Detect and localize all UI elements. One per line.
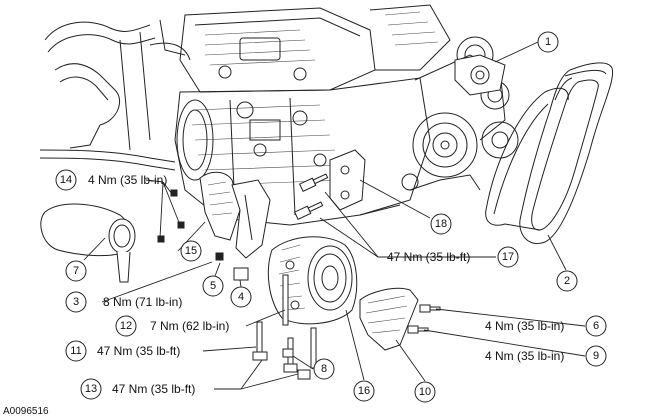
engine-block-drawing — [39, 4, 519, 226]
callout-bubble-4 — [230, 286, 252, 308]
callout-bubble-5 — [202, 275, 224, 297]
callout-1: 1 — [537, 31, 559, 53]
callout-number-4: 4 — [238, 291, 244, 303]
callout-number-10: 10 — [419, 386, 431, 398]
callout-spec-3: 8 Nm (71 lb-in) — [103, 295, 182, 309]
callout-number-14: 14 — [60, 174, 72, 186]
callout-number-12: 12 — [120, 320, 132, 332]
fasteners — [157, 173, 441, 380]
callout-number-8: 8 — [321, 363, 327, 375]
callout-spec-11: 47 Nm (35 lb-ft) — [97, 344, 180, 358]
callout-number-11: 11 — [70, 345, 81, 357]
callout-bubble-18 — [430, 213, 452, 235]
callout-11: 11 47 Nm (35 lb-ft) — [65, 340, 180, 362]
callout-bubble-7 — [65, 260, 87, 282]
air-tube-part — [40, 203, 136, 283]
callout-15: 15 — [180, 240, 202, 262]
callout-number-15: 15 — [185, 245, 197, 257]
callout-number-3: 3 — [73, 296, 79, 308]
callout-bubble-10 — [414, 381, 436, 403]
callout-bubble-13 — [80, 378, 102, 400]
callout-17: 47 Nm (35 lb-ft) 17 — [387, 246, 519, 268]
callout-number-13: 13 — [85, 383, 97, 395]
callout-14: 14 4 Nm (35 lb-in) — [55, 169, 167, 191]
callout-bubble-8 — [313, 358, 335, 380]
drive-belt-part — [485, 62, 614, 244]
callout-spec-12: 7 Nm (62 lb-in) — [150, 319, 229, 333]
callout-bubble-6 — [585, 315, 607, 337]
callout-18: 18 — [430, 213, 452, 235]
callout-spec-17: 47 Nm (35 lb-ft) — [387, 250, 470, 264]
callout-bubble-9 — [585, 345, 607, 367]
callout-3: 3 8 Nm (71 lb-in) — [65, 291, 182, 313]
callout-spec-9: 4 Nm (35 lb-in) — [485, 349, 564, 363]
leader-lines — [83, 41, 586, 390]
callout-bubble-3 — [65, 291, 87, 313]
callout-bubble-16 — [353, 380, 375, 402]
callout-4: 4 — [230, 286, 252, 308]
callout-number-17: 17 — [502, 251, 514, 263]
callout-bubble-17 — [497, 246, 519, 268]
callout-5: 5 — [202, 275, 224, 297]
callout-number-1: 1 — [545, 36, 551, 48]
callout-bubble-15 — [180, 240, 202, 262]
callout-number-18: 18 — [435, 218, 447, 230]
callout-10: 10 — [414, 381, 436, 403]
callout-2: 2 — [556, 270, 578, 292]
callout-13: 13 47 Nm (35 lb-ft) — [80, 378, 195, 400]
callout-number-6: 6 — [593, 320, 599, 332]
callout-9: 4 Nm (35 lb-in) 9 — [485, 345, 607, 367]
callout-number-5: 5 — [210, 280, 216, 292]
callout-bubble-11 — [65, 340, 87, 362]
callout-bubble-1 — [537, 31, 559, 53]
callout-number-7: 7 — [73, 265, 79, 277]
callout-spec-6: 4 Nm (35 lb-in) — [485, 319, 564, 333]
callout-bubble-12 — [115, 315, 137, 337]
heat-shield-part — [359, 287, 419, 351]
callout-7: 7 — [65, 260, 87, 282]
callout-spec-13: 47 Nm (35 lb-ft) — [112, 382, 195, 396]
callout-12: 12 7 Nm (62 lb-in) — [115, 315, 229, 337]
callout-8: 8 — [313, 358, 335, 380]
shield-bracket-part — [199, 171, 271, 259]
callout-number-16: 16 — [358, 385, 370, 397]
callout-spec-14: 4 Nm (35 lb-in) — [88, 173, 167, 187]
alternator-part — [267, 236, 358, 325]
callout-16: 16 — [353, 380, 375, 402]
callout-6: 4 Nm (35 lb-in) 6 — [485, 315, 607, 337]
callout-bubble-14 — [55, 169, 77, 191]
callout-number-9: 9 — [593, 350, 599, 362]
callout-bubble-2 — [556, 270, 578, 292]
callout-number-2: 2 — [564, 275, 570, 287]
figure-reference-code: A0096516 — [3, 406, 49, 417]
